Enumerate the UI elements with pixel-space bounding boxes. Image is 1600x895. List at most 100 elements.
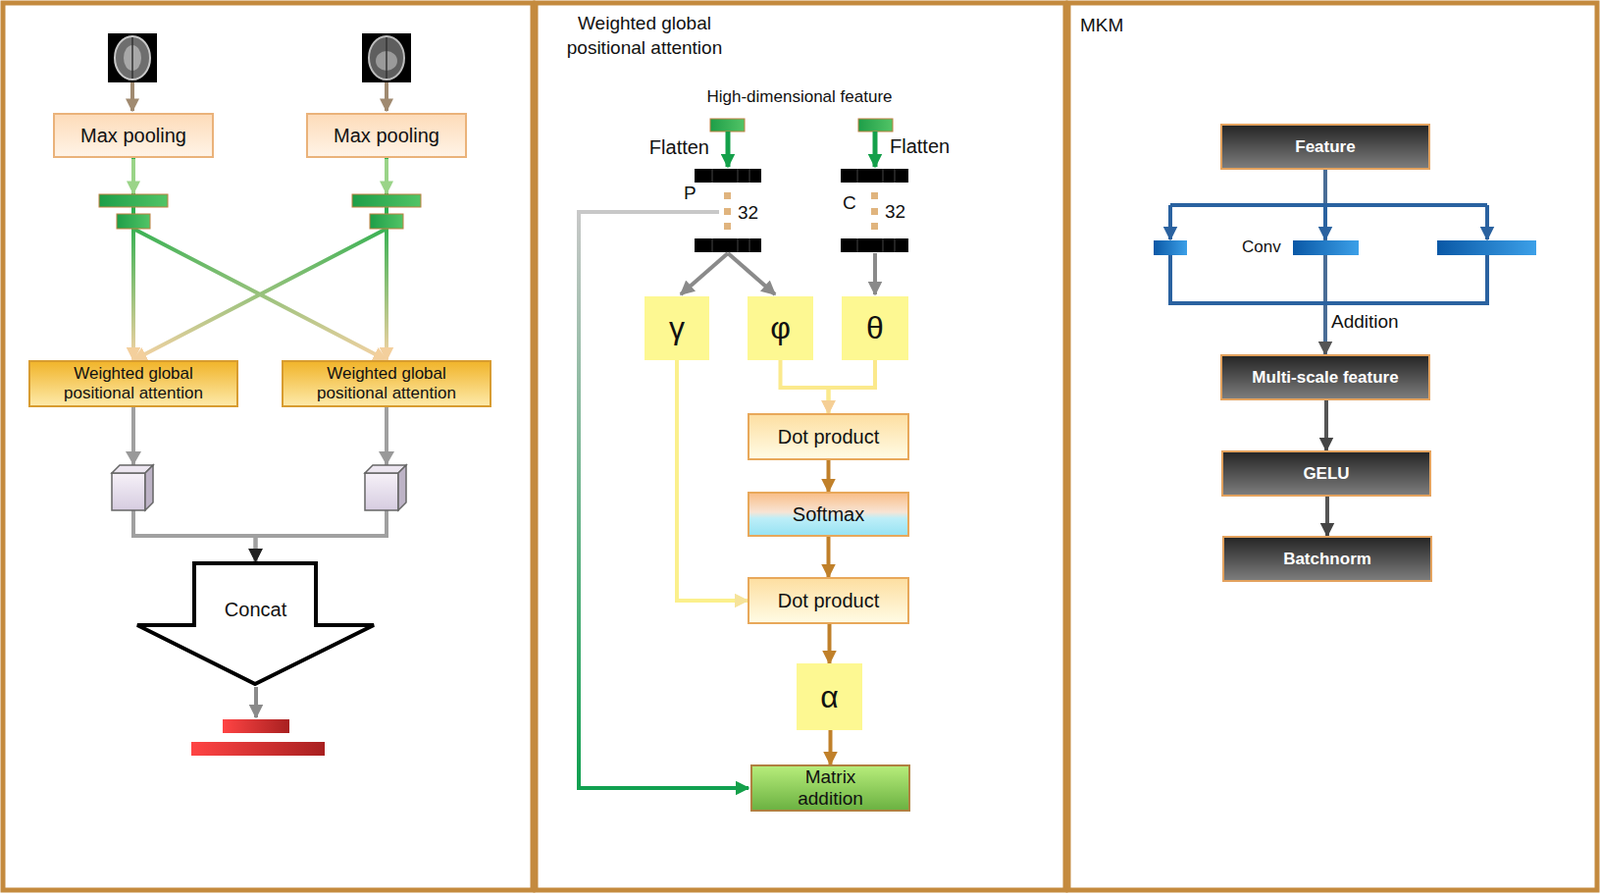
process-box: Dot product: [747, 576, 910, 624]
skip-connection: [578, 211, 749, 788]
arrow-outline: [137, 563, 374, 684]
fork-line: [1170, 203, 1488, 207]
attention-box: Weighted global positional attention: [281, 360, 492, 408]
feature-arrow: [384, 158, 389, 194]
connector: [133, 157, 387, 361]
output-arrow: [254, 686, 259, 718]
node-text: Max pooling: [333, 124, 440, 148]
cube-symbol: [111, 464, 154, 473]
panel-border: [1068, 2, 1598, 890]
fork-arrow: [1485, 205, 1490, 240]
feature-bar: [352, 194, 421, 207]
flatten-arrow: [873, 131, 878, 167]
process-box: Multi-scale feature: [1220, 354, 1431, 401]
pooling-box: Max pooling: [52, 112, 214, 158]
brain-image: [361, 33, 412, 83]
node-text: Weighted global positional attention: [303, 363, 470, 403]
connector: [133, 157, 387, 361]
node-text: φ: [770, 309, 791, 347]
node-text: α: [820, 678, 839, 716]
cube-symbol: [398, 464, 407, 511]
pooling-box: Max pooling: [306, 112, 467, 158]
brain-image: [368, 36, 405, 80]
concat-arrow: Concat: [135, 561, 376, 686]
arrow-head: [125, 451, 142, 465]
node-text: GELU: [1302, 464, 1349, 484]
branch-arrow: [727, 253, 775, 295]
brain-image: [123, 45, 142, 71]
node-text: Dot product: [777, 425, 879, 449]
feature-bar: [858, 118, 893, 132]
fork-arrow: [1168, 205, 1173, 240]
step-label: Flatten: [889, 133, 950, 159]
brain-image: [107, 33, 157, 83]
feature-arrow: [131, 158, 136, 194]
input-arrow: [130, 82, 135, 111]
cube-symbol: [145, 464, 154, 511]
symbol-box: α: [796, 663, 863, 730]
ellipsis-dot: [871, 207, 878, 215]
attention-box: Weighted global positional attention: [28, 360, 239, 408]
connector: [828, 360, 877, 413]
flat-vector: [840, 168, 909, 183]
symbol-box: γ: [644, 296, 710, 361]
connector: [780, 360, 829, 413]
feature-bar: [369, 213, 404, 229]
panel-title: Weighted global positional attention: [551, 11, 738, 60]
brain-image: [114, 36, 151, 80]
flat-vector: [694, 168, 762, 183]
process-box: Softmax: [747, 491, 910, 537]
node-text: Batchnorm: [1283, 549, 1372, 569]
node-text: Feature: [1294, 137, 1355, 157]
feature-bar: [116, 213, 151, 229]
node-text: Dot product: [777, 589, 879, 613]
dimension-label: 32: [884, 200, 906, 225]
brain-image: [131, 37, 134, 79]
edge-label: Addition: [1331, 309, 1399, 335]
feature-label: High-dimensional feature: [686, 86, 913, 108]
conv-bar: [1292, 240, 1359, 256]
node-text: Max pooling: [80, 124, 187, 148]
connector: [256, 407, 388, 562]
symbol-box: θ: [841, 296, 909, 361]
input-arrow: [384, 82, 389, 111]
flat-vector: [840, 238, 909, 253]
brain-image: [375, 51, 398, 71]
process-box: Feature: [1220, 123, 1431, 170]
connector: [133, 407, 257, 562]
node-text: γ: [669, 309, 685, 347]
output-bar: [191, 741, 325, 756]
feature-bar: [99, 194, 168, 207]
cube-symbol: [364, 472, 399, 511]
ellipsis-dot: [723, 192, 731, 200]
connector: [828, 729, 833, 765]
connector: [676, 360, 748, 601]
ellipsis-dot: [871, 222, 878, 230]
operation-label: Conv: [1241, 236, 1282, 259]
node-text: Matrix addition: [786, 766, 875, 810]
node-text: Weighted global positional attention: [50, 363, 217, 403]
conv-bar: [1153, 240, 1188, 256]
fork-arrow: [1323, 205, 1328, 240]
connector: [1325, 496, 1330, 536]
ellipsis-dot: [723, 222, 731, 230]
connector: [1323, 169, 1328, 355]
brain-image: [385, 37, 388, 79]
connector: [131, 157, 136, 361]
symbol-box: φ: [747, 296, 814, 361]
panel-border: [535, 2, 1066, 890]
node-text: Concat: [224, 598, 287, 621]
arrow-outline: [135, 561, 376, 686]
cube-symbol: [364, 464, 407, 473]
process-box: GELU: [1221, 450, 1432, 497]
connector: [1324, 400, 1329, 451]
process-box: Matrix addition: [750, 764, 911, 812]
output-bar: [222, 719, 290, 733]
connector: [384, 157, 389, 361]
connector: [826, 536, 831, 577]
cube-symbol: [111, 472, 146, 511]
flatten-arrow: [725, 131, 731, 167]
ellipsis-dot: [723, 207, 731, 215]
process-box: Batchnorm: [1222, 535, 1433, 582]
